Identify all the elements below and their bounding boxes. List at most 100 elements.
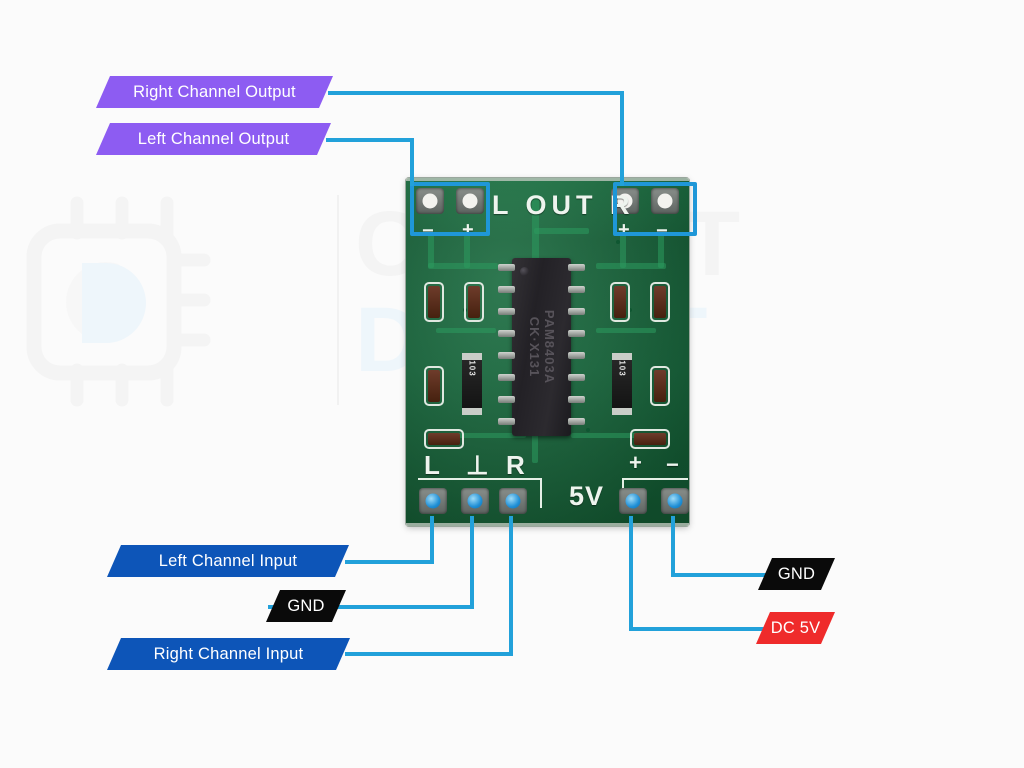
silk-left-minus: − [422, 220, 434, 242]
connector-left-output-v [410, 138, 414, 186]
ic-pin [568, 352, 585, 359]
pcb-trace [534, 228, 589, 234]
pad-right-input[interactable] [499, 488, 527, 514]
label-text: Left Channel Output [137, 129, 290, 148]
pcb-trace [571, 433, 661, 438]
smd-capacitor [424, 366, 444, 406]
board-edge-top [406, 178, 689, 181]
connector-dc5v-v [629, 516, 633, 631]
pcb-via [628, 308, 632, 312]
label-text: GND [287, 596, 325, 615]
label-right-channel-output[interactable]: Right Channel Output [96, 76, 333, 108]
watermark-divider [337, 195, 339, 405]
silk-power-5v: 5V [569, 481, 605, 511]
connector-gnd-right-h [671, 573, 770, 577]
label-gnd-input[interactable]: GND [266, 590, 346, 622]
pad-left-input[interactable] [419, 488, 447, 514]
resistor-103-left: 103 [462, 353, 482, 415]
pad-right-output-minus[interactable] [651, 188, 679, 214]
ic-pin [568, 396, 585, 403]
silk-outline [540, 478, 542, 508]
smd-capacitor [630, 429, 670, 449]
label-text: DC 5V [770, 618, 821, 637]
silk-outline [622, 478, 688, 480]
resistor-103-right: 103 [612, 353, 632, 415]
highlight-right-output [613, 182, 697, 236]
label-text: Right Channel Input [153, 644, 304, 663]
ic-pin [498, 374, 515, 381]
label-right-channel-input[interactable]: Right Channel Input [107, 638, 350, 670]
pcb-trace [428, 263, 498, 269]
pcb-via [586, 428, 590, 432]
pcb-trace [596, 263, 666, 269]
silk-right-plus: + [618, 219, 630, 241]
connector-left-input-h [345, 560, 434, 564]
ic-pin [498, 330, 515, 337]
silk-left-plus: + [462, 219, 474, 241]
silk-right-minus: − [656, 220, 668, 242]
connector-gnd-right-v [671, 516, 675, 577]
ic-pin [568, 286, 585, 293]
pcb-trace [532, 418, 538, 463]
ic-pin [568, 264, 585, 271]
pad-power-plus[interactable] [619, 488, 647, 514]
silk-out-label: L OUT R [492, 190, 635, 220]
pad-power-minus[interactable] [661, 488, 689, 514]
label-text: Right Channel Output [133, 82, 296, 101]
ic-pin [568, 374, 585, 381]
ic-pin [568, 308, 585, 315]
ic-pin [568, 330, 585, 337]
connector-dc5v-h [629, 627, 765, 631]
connector-right-output-h [328, 91, 624, 95]
pam8403-board: L OUT R − + + − PAM8403A CK·X131 [406, 178, 689, 526]
ic-pin1-dimple [520, 267, 529, 276]
ic-marking: PAM8403A CK·X131 [527, 310, 557, 384]
ic-pin [498, 308, 515, 315]
ic-pin [498, 286, 515, 293]
silk-power-plus: + [629, 450, 642, 475]
connector-gnd-input-h [268, 605, 474, 609]
label-text: Left Channel Input [158, 551, 298, 570]
silk-in-right: R [506, 450, 525, 480]
ic-pin [498, 264, 515, 271]
label-gnd-power[interactable]: GND [758, 558, 835, 590]
ic-part-number: PAM8403A [541, 309, 557, 385]
connector-left-output-h [326, 138, 414, 142]
ic-date-code: CK·X131 [526, 316, 542, 378]
pcb-via [616, 240, 620, 244]
pcb-trace [436, 328, 496, 333]
smd-capacitor [424, 282, 444, 322]
label-left-channel-output[interactable]: Left Channel Output [96, 123, 331, 155]
pad-input-gnd[interactable] [461, 488, 489, 514]
pcb-trace [436, 433, 526, 438]
pcb-trace [464, 230, 470, 268]
connector-right-output-v [620, 91, 624, 186]
label-left-channel-input[interactable]: Left Channel Input [107, 545, 349, 577]
pcb-trace [596, 328, 656, 333]
ic-pin [498, 352, 515, 359]
pcb-trace [658, 233, 664, 268]
silk-outline [418, 478, 542, 480]
label-text: GND [777, 564, 816, 583]
smd-capacitor [650, 366, 670, 406]
connector-left-input-v [430, 516, 434, 564]
silk-in-ground: ⊥ [466, 450, 489, 480]
ic-pin [498, 418, 515, 425]
label-dc-5v[interactable]: DC 5V [756, 612, 835, 644]
pad-left-output-minus[interactable] [416, 188, 444, 214]
smd-capacitor [650, 282, 670, 322]
chip-logo-icon [22, 185, 322, 415]
ic-pam8403: PAM8403A CK·X131 [512, 258, 571, 436]
board-edge-bottom [406, 523, 689, 526]
pad-left-output-plus[interactable] [456, 188, 484, 214]
resistor-value: 103 [617, 360, 627, 377]
silk-in-left: L [424, 450, 440, 480]
smd-capacitor [424, 429, 464, 449]
resistor-value: 103 [467, 360, 477, 377]
highlight-left-output [410, 182, 490, 236]
pcb-trace [428, 233, 434, 268]
smd-capacitor [610, 282, 630, 322]
ic-pin [568, 418, 585, 425]
silk-power-minus: − [666, 452, 679, 477]
